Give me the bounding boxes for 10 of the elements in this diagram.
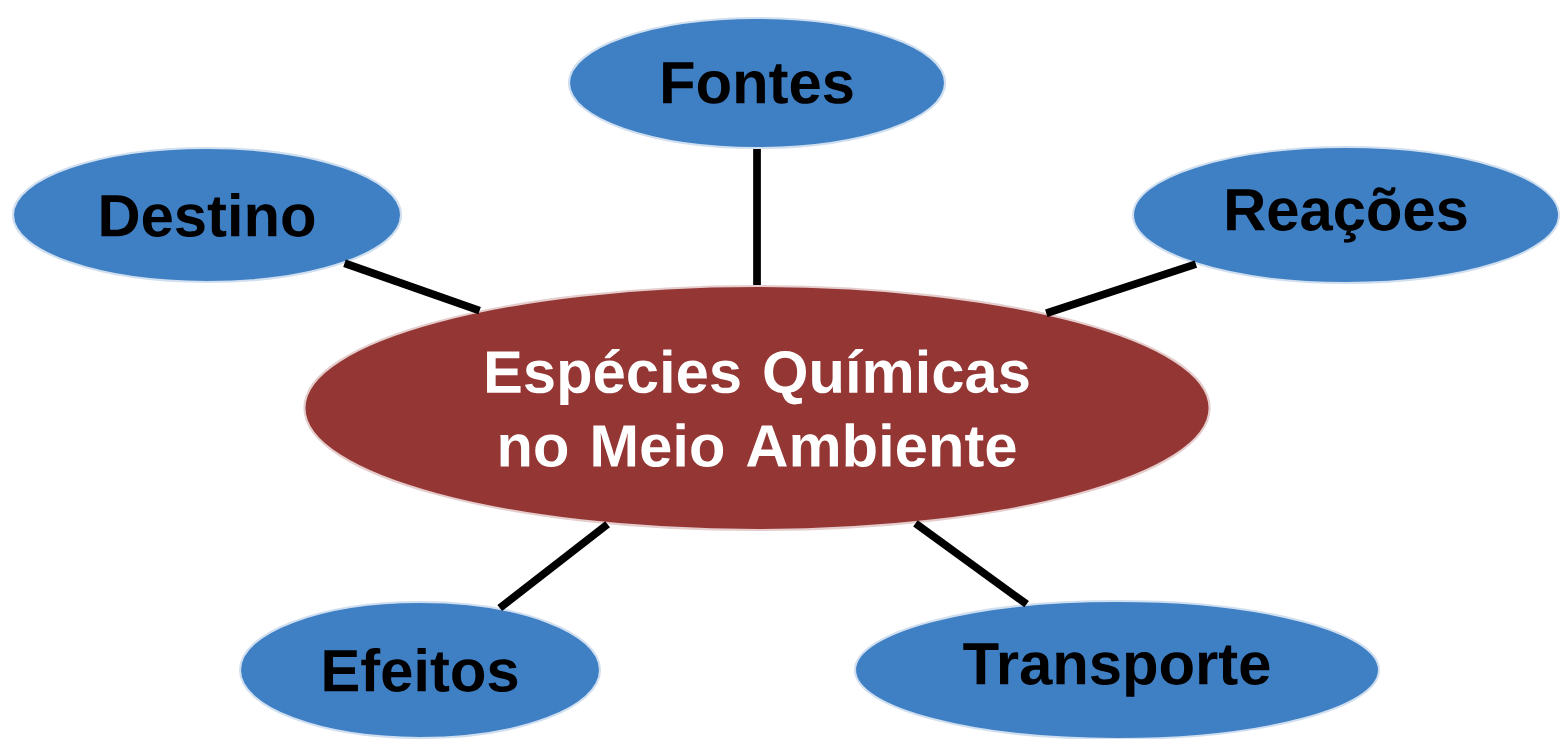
ellipse-node: Reações — [1131, 145, 1560, 285]
connector-line — [343, 259, 481, 315]
connector-line — [497, 521, 610, 612]
ellipse-node: Espécies Químicas no Meio Ambiente — [303, 284, 1211, 532]
ellipse-node: Efeitos — [238, 600, 602, 739]
connector-line — [1045, 260, 1198, 317]
ellipse-node: Transporte — [853, 599, 1381, 739]
ellipse-node: Fontes — [567, 16, 947, 150]
ellipse-node: Destino — [11, 146, 403, 284]
connector-line — [913, 520, 1029, 608]
